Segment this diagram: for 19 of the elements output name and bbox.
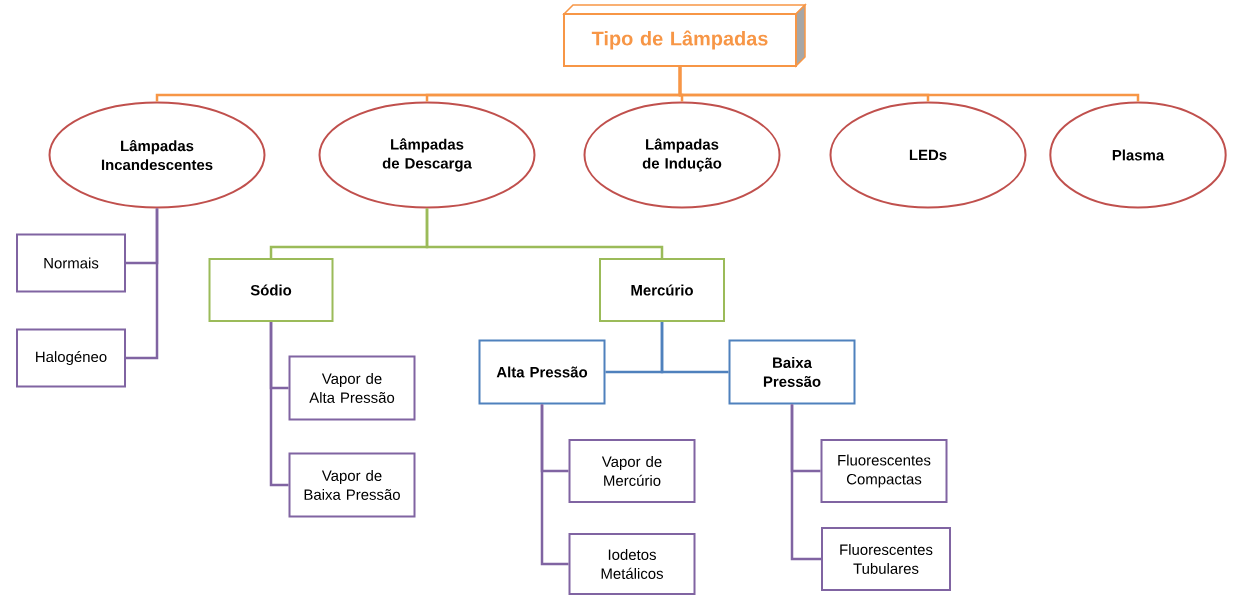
group-box: Baixa Pressão	[728, 339, 856, 405]
connector-line	[660, 322, 729, 374]
connector-line	[425, 208, 664, 258]
item-box: Fluorescentes Compactas	[820, 439, 948, 503]
connector-line	[678, 67, 1140, 102]
item-box: Halogéneo	[16, 328, 126, 388]
connector-line	[540, 404, 569, 566]
item-box: Vapor de Alta Pressão	[288, 355, 416, 421]
connector-line	[269, 322, 289, 487]
item-box: Vapor de Baixa Pressão	[288, 452, 416, 518]
item-box: Fluorescentes Tubulares	[821, 527, 951, 591]
connector-line	[126, 208, 159, 360]
item-box: Iodetos Metálicos	[568, 533, 696, 595]
group-box: Mercúrio	[599, 258, 725, 322]
group-box: Alta Pressão	[478, 339, 606, 405]
item-box: Normais	[16, 233, 126, 293]
group-box: Sódio	[208, 258, 334, 322]
connector-line	[790, 404, 821, 561]
item-box: Vapor de Mercúrio	[568, 439, 696, 503]
